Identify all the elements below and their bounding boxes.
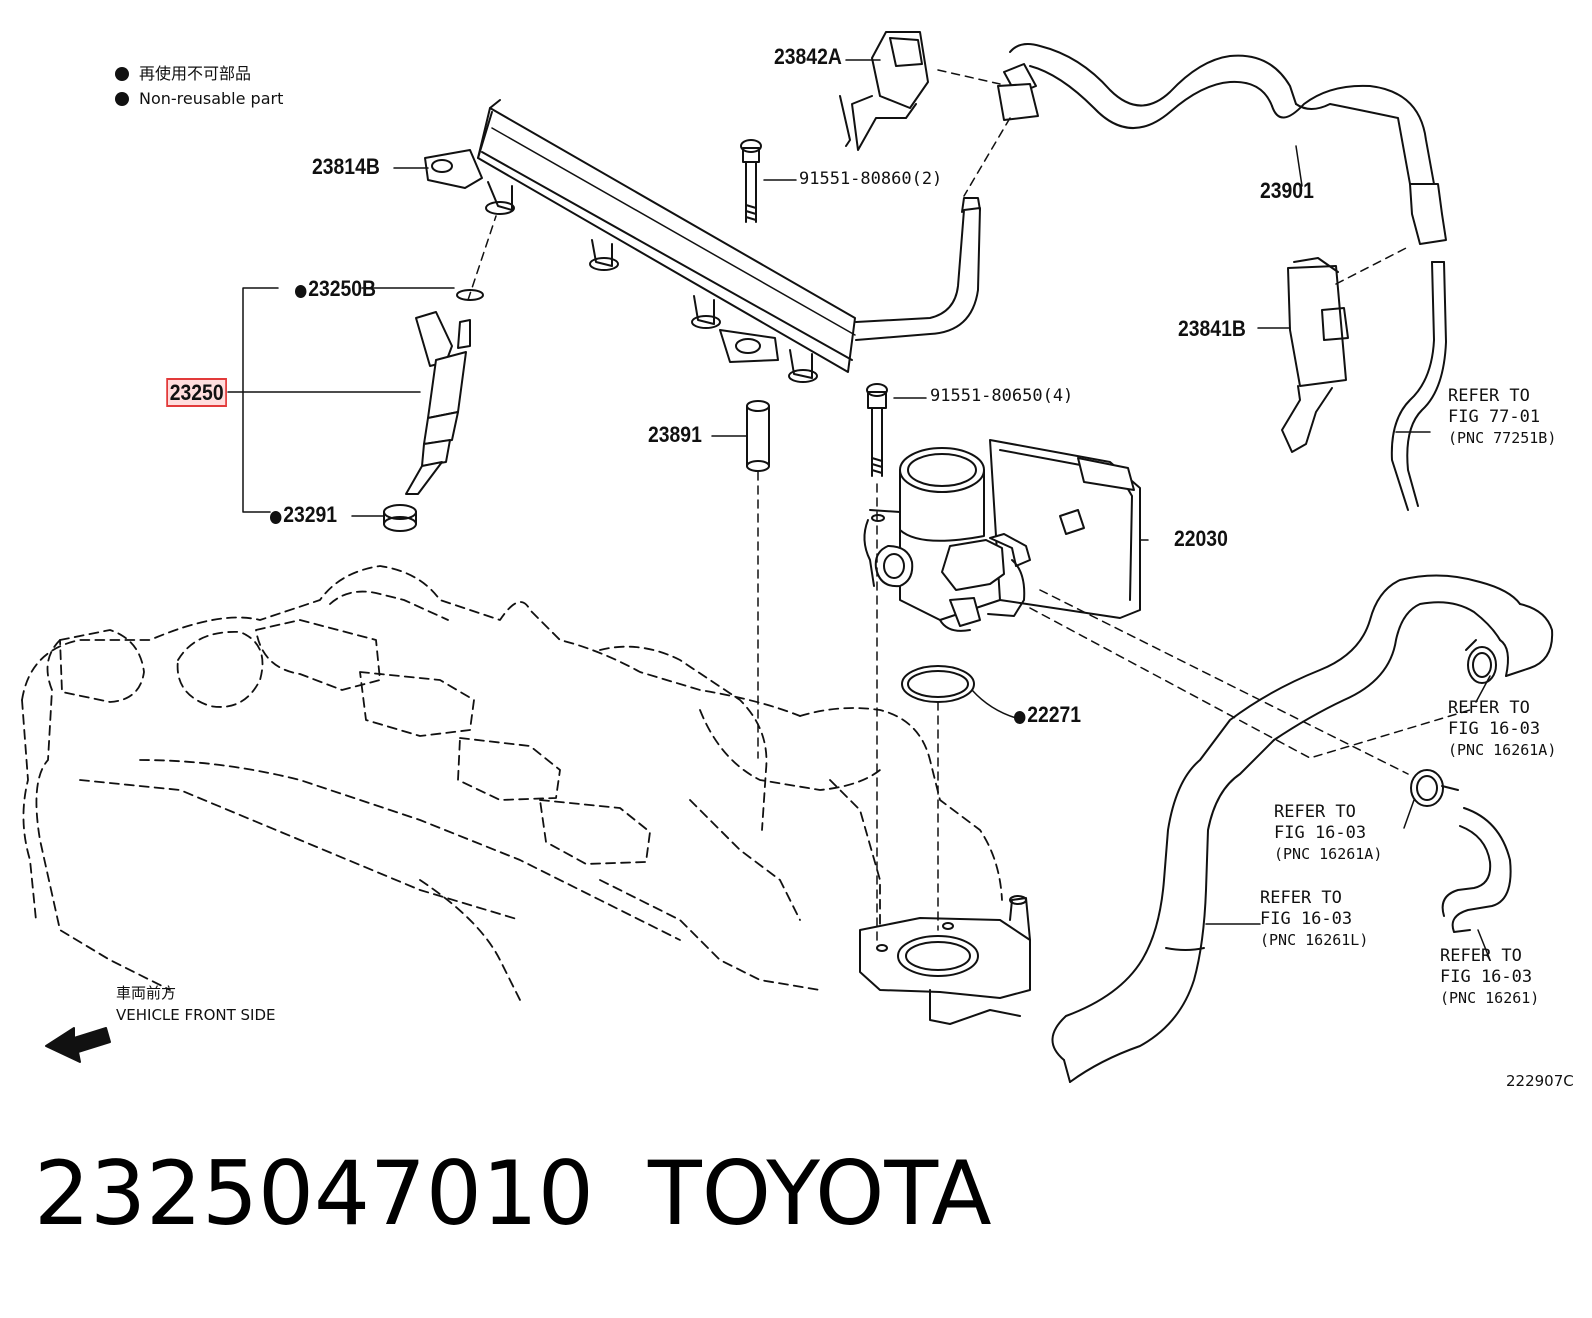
non-reusable-dot-icon — [295, 285, 307, 298]
refer-fig-16-03-16261a-mid[interactable]: REFER TO FIG 16-03 (PNC 16261A) — [1274, 802, 1382, 865]
refer-fig-16-03-16261l[interactable]: REFER TO FIG 16-03 (PNC 16261L) — [1260, 888, 1368, 951]
refer-line1: REFER TO — [1260, 888, 1342, 908]
manifold-flange-drawing — [859, 895, 1031, 1025]
legend-jp: 再使用不可部品 — [115, 66, 251, 82]
refer-line2: FIG 16-03 — [1448, 719, 1541, 739]
refer-line3: (PNC 16261L) — [1260, 931, 1369, 949]
refer-line1: REFER TO — [1448, 386, 1530, 406]
leader-lines — [351, 59, 1491, 961]
refer-line3: (PNC 77251B) — [1448, 429, 1557, 447]
part-label-23291[interactable]: 23291 — [270, 504, 337, 526]
vehicle-front-jp: 車両前方 — [116, 984, 177, 1002]
connector-23842a-drawing — [839, 31, 929, 151]
hose-77-01-drawing — [1390, 261, 1447, 511]
refer-line3: (PNC 16261) — [1440, 989, 1540, 1007]
part-label-23841b[interactable]: 23841B — [1178, 316, 1246, 341]
bolt-80650-drawing — [866, 383, 888, 477]
non-reusable-dot-icon — [115, 67, 129, 81]
legend-en-text: Non-reusable part — [139, 89, 284, 108]
vehicle-front-en: VEHICLE FRONT SIDE — [116, 1006, 276, 1024]
engine-drawing — [21, 565, 1003, 1001]
part-label-22030[interactable]: 22030 — [1174, 526, 1228, 551]
group-bracket — [227, 287, 421, 513]
refer-fig-16-03-16261[interactable]: REFER TO FIG 16-03 (PNC 16261) — [1440, 946, 1539, 1009]
non-reusable-dot-icon — [270, 511, 282, 524]
coolant-hose-drawing — [1051, 574, 1554, 1083]
throttle-body-drawing — [863, 439, 1141, 632]
part-label-91551-80860[interactable]: 91551-80860(2) — [799, 169, 943, 189]
part-label-22271[interactable]: 22271 — [1014, 704, 1081, 726]
diagram-code: 222907C — [1506, 1072, 1574, 1090]
fuel-rail-drawing — [424, 99, 981, 383]
collar-23891-drawing — [746, 400, 770, 472]
refer-line2: FIG 16-03 — [1440, 967, 1533, 987]
part-label-23814b[interactable]: 23814B — [312, 154, 380, 179]
gasket-22271-drawing — [901, 665, 975, 703]
refer-line1: REFER TO — [1440, 946, 1522, 966]
part-label-23901[interactable]: 23901 — [1260, 178, 1314, 203]
part-label-23891[interactable]: 23891 — [648, 422, 702, 447]
part-label-22271-text: 22271 — [1027, 702, 1082, 727]
non-reusable-dot-icon — [1014, 711, 1026, 724]
legend-jp-text: 再使用不可部品 — [139, 64, 252, 83]
refer-fig-77-01[interactable]: REFER TO FIG 77-01 (PNC 77251B) — [1448, 386, 1556, 449]
refer-line2: FIG 77-01 — [1448, 407, 1541, 427]
hose-23901-drawing — [997, 43, 1447, 245]
part-label-23250-text: 23250 — [166, 378, 228, 407]
part-label-23250b-text: 23250B — [308, 276, 377, 301]
bolt-80860-drawing — [740, 139, 762, 223]
part-label-23250b[interactable]: 23250B — [295, 278, 376, 300]
footer-brand: TOYOTA — [648, 1142, 992, 1245]
part-label-91551-80650[interactable]: 91551-80650(4) — [930, 386, 1074, 406]
connector-23841b-drawing — [1281, 257, 1349, 453]
refer-fig-16-03-16261a-top[interactable]: REFER TO FIG 16-03 (PNC 16261A) — [1448, 698, 1556, 761]
part-label-23291-text: 23291 — [283, 502, 338, 527]
refer-line2: FIG 16-03 — [1260, 909, 1353, 929]
refer-line1: REFER TO — [1448, 698, 1530, 718]
refer-line3: (PNC 16261A) — [1274, 845, 1383, 863]
refer-line2: FIG 16-03 — [1274, 823, 1367, 843]
refer-line3: (PNC 16261A) — [1448, 741, 1557, 759]
non-reusable-dot-icon — [115, 92, 129, 106]
refer-line1: REFER TO — [1274, 802, 1356, 822]
guide-lines — [467, 69, 1471, 941]
footer-part-number: 2325047010 — [34, 1142, 594, 1245]
legend-en: Non-reusable part — [115, 91, 283, 107]
front-arrow-icon — [45, 1027, 111, 1063]
part-label-23842a[interactable]: 23842A — [774, 44, 842, 69]
injector-drawing — [383, 289, 484, 532]
part-label-23250-highlighted[interactable]: 23250 — [166, 378, 228, 407]
